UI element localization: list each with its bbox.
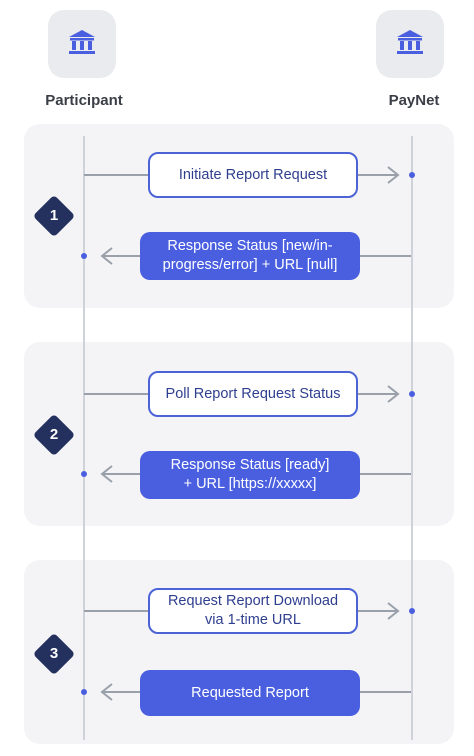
step-2-number: 2 — [49, 426, 59, 443]
request-box-3: Request Report Download via 1-time URL — [148, 588, 358, 634]
bank-icon — [67, 28, 97, 61]
step-3-number: 3 — [49, 645, 59, 662]
paynet-avatar — [376, 10, 444, 78]
paynet-lifeline — [411, 136, 413, 740]
request-arrow-3 — [84, 602, 415, 620]
response-label-3: Requested Report — [191, 684, 309, 701]
request-box-2: Poll Report Request Status — [148, 371, 358, 417]
participant-label: Participant — [45, 92, 123, 109]
request-label-3: Request Report Download via 1-time URL — [167, 593, 339, 628]
response-arrow-3 — [81, 683, 411, 701]
request-arrow-1 — [84, 166, 415, 184]
request-label-1: Initiate Report Request — [178, 166, 328, 183]
response-label-1: Response Status [new/in- progress/error]… — [162, 238, 338, 273]
participant-lifeline — [83, 136, 85, 740]
request-label-2: Poll Report Request Status — [165, 385, 341, 402]
request-box-1: Initiate Report Request — [148, 152, 358, 198]
response-arrow-1 — [81, 247, 411, 265]
paynet-label: PayNet — [388, 92, 440, 109]
response-box-3: Requested Report — [140, 670, 360, 716]
bank-icon — [395, 28, 425, 61]
participant-avatar — [48, 10, 116, 78]
request-arrow-2 — [84, 385, 415, 403]
response-box-2: Response Status [ready] + URL [https://x… — [140, 451, 360, 499]
step-1-number: 1 — [49, 207, 59, 224]
response-box-1: Response Status [new/in- progress/error]… — [140, 232, 360, 280]
response-arrow-2 — [81, 465, 411, 483]
response-label-2: Response Status [ready] + URL [https://x… — [170, 457, 330, 492]
